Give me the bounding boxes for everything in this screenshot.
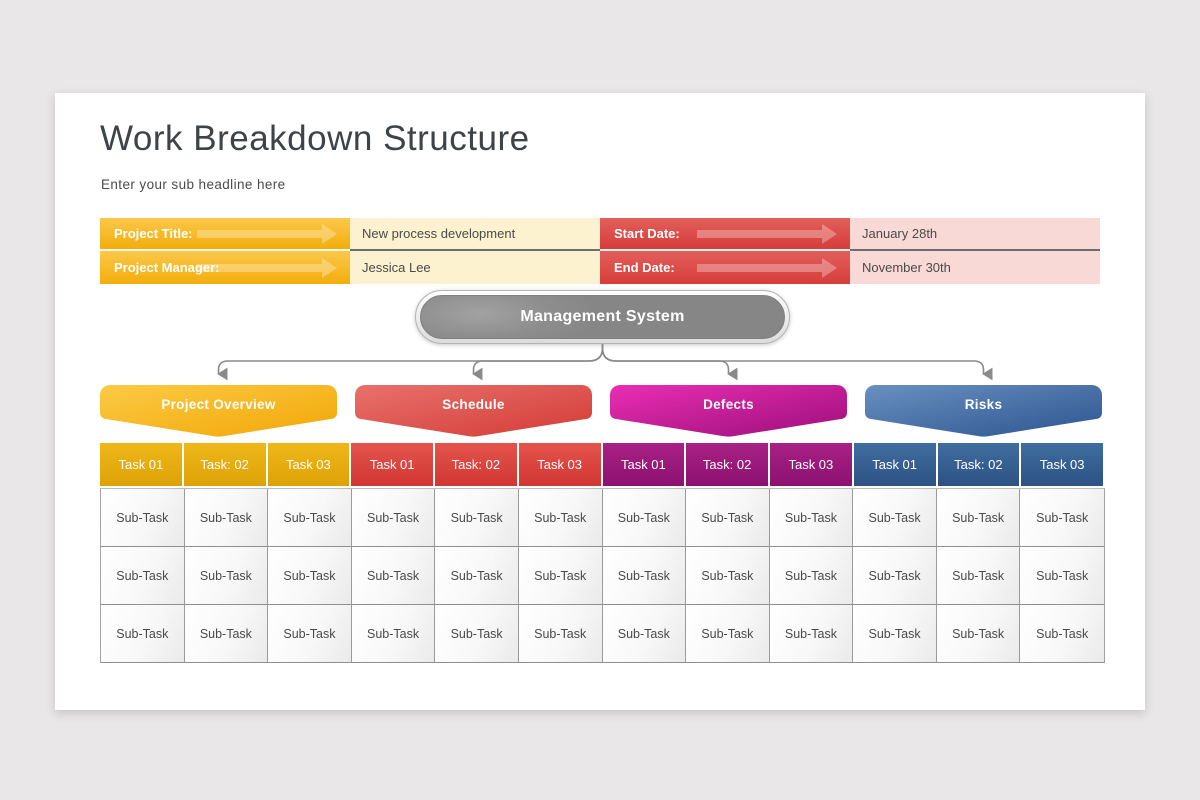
task-header-cell: Task: 02 — [183, 443, 266, 486]
task-header-cell: Task 03 — [770, 443, 852, 486]
page-title: Work Breakdown Structure — [100, 119, 530, 158]
subtask-cell: Sub-Task — [1020, 605, 1104, 663]
right-arrow-icon — [697, 229, 822, 238]
project-title-value-cell: New process development — [350, 218, 600, 251]
subtask-cell: Sub-Task — [101, 605, 185, 663]
subtask-cell: Sub-Task — [853, 605, 937, 663]
subtask-cell: Sub-Task — [184, 547, 269, 605]
task-header-cell: Task 03 — [267, 443, 350, 486]
subtask-cell: Sub-Task — [351, 489, 436, 547]
task-header-cell: Task: 02 — [937, 443, 1020, 486]
end-date-label: End Date: — [614, 260, 675, 275]
branch-label: Risks — [964, 396, 1003, 412]
page-subtitle: Enter your sub headline here — [101, 177, 286, 192]
banner-shape — [865, 385, 1102, 437]
subtask-cell: Sub-Task — [769, 547, 854, 605]
project-manager-value: Jessica Lee — [362, 260, 431, 275]
end-date-value: November 30th — [862, 260, 951, 275]
task-header-cell: Task: 02 — [686, 443, 768, 486]
subtask-cell: Sub-Task — [686, 547, 770, 605]
task-header-cell: Task 01 — [100, 443, 182, 486]
right-arrow-icon — [197, 263, 322, 272]
end-date-value-cell: November 30th — [850, 251, 1100, 284]
subtask-cell: Sub-Task — [936, 489, 1021, 547]
subtask-cell: Sub-Task — [351, 605, 436, 663]
subtask-cell: Sub-Task — [686, 605, 770, 663]
branch-banner-risks: Risks — [865, 385, 1102, 438]
subtask-cell: Sub-Task — [769, 489, 854, 547]
subtask-cell: Sub-Task — [518, 489, 603, 547]
task-header-row: Task 01 Task: 02 Task 03 Task 01 Task: 0… — [100, 443, 1103, 486]
subtask-cell: Sub-Task — [101, 489, 185, 547]
slide-canvas: Work Breakdown Structure Enter your sub … — [55, 93, 1145, 710]
project-manager-label-cell: Project Manager: — [100, 251, 350, 284]
subtask-cell: Sub-Task — [184, 605, 269, 663]
subtask-cell: Sub-Task — [101, 547, 185, 605]
project-manager-label: Project Manager: — [114, 260, 220, 275]
connector-lines — [217, 344, 993, 381]
subtask-cell: Sub-Task — [351, 547, 436, 605]
project-title-label-cell: Project Title: — [100, 218, 350, 251]
subtask-cell: Sub-Task — [1020, 489, 1104, 547]
root-node-management-system: Management System — [415, 290, 790, 344]
branch-banner-schedule: Schedule — [355, 385, 592, 438]
banner-shape — [100, 385, 337, 437]
subtask-cell: Sub-Task — [268, 547, 352, 605]
task-header-cell: Task 01 — [351, 443, 433, 486]
end-date-label-cell: End Date: — [600, 251, 850, 284]
subtask-cell: Sub-Task — [936, 605, 1021, 663]
right-arrow-icon — [697, 263, 822, 272]
branch-label: Schedule — [442, 396, 505, 412]
branch-banner-defects: Defects — [610, 385, 847, 438]
subtask-cell: Sub-Task — [602, 605, 687, 663]
subtask-cell: Sub-Task — [435, 547, 519, 605]
subtask-cell: Sub-Task — [602, 547, 687, 605]
root-node-body: Management System — [420, 295, 785, 339]
project-title-label: Project Title: — [114, 226, 193, 241]
subtask-cell: Sub-Task — [184, 489, 269, 547]
subtask-cell: Sub-Task — [853, 547, 937, 605]
task-header-cell: Task 01 — [602, 443, 685, 486]
subtask-cell: Sub-Task — [518, 547, 603, 605]
root-node-label: Management System — [520, 308, 685, 325]
task-header-cell: Task 03 — [518, 443, 601, 486]
branch-label: Defects — [703, 396, 754, 412]
banner-shape — [355, 385, 592, 437]
subtask-cell: Sub-Task — [268, 489, 352, 547]
subtask-cell: Sub-Task — [435, 605, 519, 663]
start-date-value: January 28th — [862, 226, 938, 241]
subtask-cell: Sub-Task — [602, 489, 687, 547]
start-date-label-cell: Start Date: — [600, 218, 850, 251]
banner-shape — [610, 385, 847, 437]
subtask-cell: Sub-Task — [435, 489, 519, 547]
subtask-cell: Sub-Task — [686, 489, 770, 547]
subtask-cell: Sub-Task — [268, 605, 352, 663]
subtask-cell: Sub-Task — [936, 547, 1021, 605]
branch-label: Project Overview — [161, 396, 276, 412]
project-info-bar: Project Title: New process development S… — [100, 218, 1100, 284]
task-header-cell: Task 01 — [853, 443, 936, 486]
task-header-cell: Task: 02 — [435, 443, 517, 486]
subtask-cell: Sub-Task — [769, 605, 854, 663]
task-header-cell: Task 03 — [1021, 443, 1103, 486]
branch-banner-project-overview: Project Overview — [100, 385, 337, 438]
project-title-value: New process development — [362, 226, 516, 241]
project-manager-value-cell: Jessica Lee — [350, 251, 600, 284]
start-date-value-cell: January 28th — [850, 218, 1100, 251]
right-arrow-icon — [197, 229, 322, 238]
subtask-cell: Sub-Task — [853, 489, 937, 547]
start-date-label: Start Date: — [614, 226, 680, 241]
subtask-cell: Sub-Task — [518, 605, 603, 663]
subtask-cell: Sub-Task — [1020, 547, 1104, 605]
